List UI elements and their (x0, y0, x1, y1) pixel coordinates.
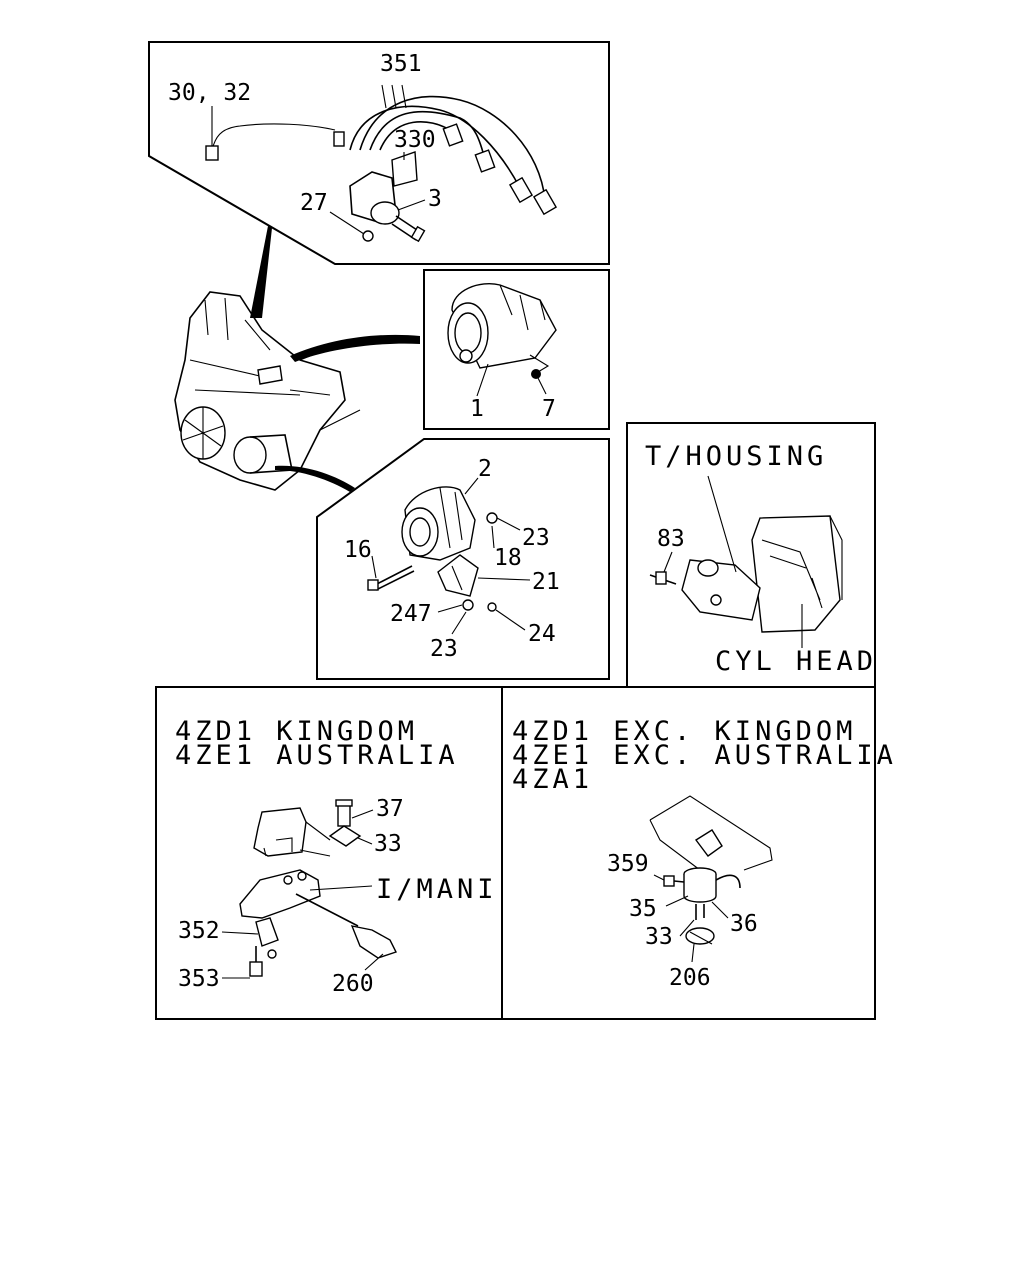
label-nut-top: 18 (494, 545, 522, 571)
label-bolt: 16 (344, 537, 372, 563)
label-kingdom-bolt-bottom: 353 (178, 966, 220, 992)
starter-drawing (447, 283, 557, 379)
label-alternator: 2 (478, 456, 492, 482)
label-distributor: 3 (428, 186, 442, 212)
alternator-leader-lines (371, 477, 531, 635)
exc-line2: 4ZE1 EXC. AUSTRALIA (512, 740, 897, 771)
label-screw: 27 (300, 190, 328, 216)
ignition-panel-frame (148, 41, 610, 265)
alternator-leader-swoosh (275, 465, 355, 492)
label-cyl-head: CYL HEAD (715, 646, 877, 677)
label-starter: 1 (470, 396, 484, 422)
wire-plug-icon (205, 145, 219, 161)
label-thermo-sensor: 83 (657, 526, 685, 552)
starter-leader-lines (476, 363, 547, 397)
kingdom-line2: 4ZE1 AUSTRALIA (175, 740, 459, 771)
label-kingdom-washer: 33 (374, 831, 402, 857)
kingdom-drawing (239, 799, 397, 977)
label-starter-nut: 7 (542, 396, 556, 422)
label-kingdom-bolt: 37 (376, 796, 404, 822)
ignition-drawing (205, 84, 558, 243)
label-cables: 351 (380, 51, 422, 77)
exc-line3: 4ZA1 (512, 764, 593, 795)
exc-drawing (649, 795, 773, 945)
label-exc-clamp: 206 (669, 965, 711, 991)
thermo-drawing (649, 515, 843, 633)
label-bolt-bottom: 24 (528, 621, 556, 647)
label-kingdom-bracket: 352 (178, 918, 220, 944)
starter-nut-icon (531, 369, 541, 379)
starter-panel-frame (423, 269, 610, 430)
starter-leader-swoosh (290, 334, 420, 362)
exc-leader-lines (653, 874, 729, 963)
screw-icon (362, 230, 374, 242)
label-exc-hose: 36 (730, 911, 758, 937)
label-kingdom-sensor: 260 (332, 971, 374, 997)
label-wire-plug: 30, 32 (168, 80, 251, 106)
kingdom-line1: 4ZD1 KINGDOM (175, 716, 418, 747)
label-exc-washer: 33 (645, 924, 673, 950)
exc-panel-frame (501, 686, 876, 1020)
ignition-leader-swoosh (250, 226, 272, 318)
thermo-title: T/HOUSING (645, 441, 827, 472)
label-cap: 330 (394, 127, 436, 153)
label-exc-valve: 35 (629, 896, 657, 922)
exc-line1: 4ZD1 EXC. KINGDOM (512, 716, 856, 747)
label-bracket: 21 (532, 569, 560, 595)
thermo-leader-lines (663, 475, 803, 648)
ignition-leader-lines (211, 106, 426, 235)
label-washer-top: 23 (522, 525, 550, 551)
kingdom-leader-lines (221, 809, 384, 979)
label-manifold: I/MANI (376, 874, 498, 905)
label-washer-bottom: 23 (430, 636, 458, 662)
engine-drawing (174, 291, 361, 491)
label-washer-mid: 247 (390, 601, 432, 627)
label-exc-bolt: 359 (607, 851, 649, 877)
alternator-panel-frame (316, 438, 610, 680)
alternator-drawing (367, 486, 498, 612)
